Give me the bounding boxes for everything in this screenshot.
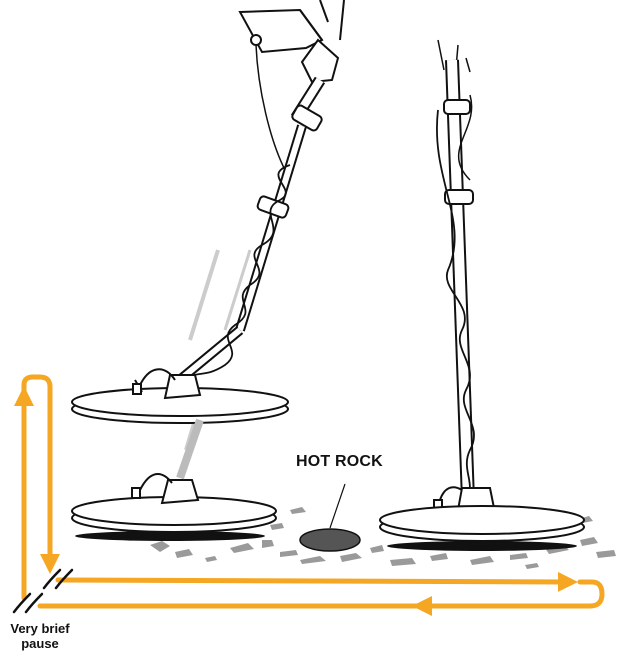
pause-label-line-1: Very brief <box>0 621 80 636</box>
hot-rock <box>300 484 360 551</box>
pause-label: Very brief pause <box>0 621 80 651</box>
right-metal-detector-icon <box>380 40 584 541</box>
pause-label-line-2: pause <box>0 636 80 651</box>
left-coil-shadow <box>75 531 265 541</box>
right-coil-shadow <box>387 541 577 551</box>
hot-rock-label: HOT ROCK <box>296 453 383 471</box>
